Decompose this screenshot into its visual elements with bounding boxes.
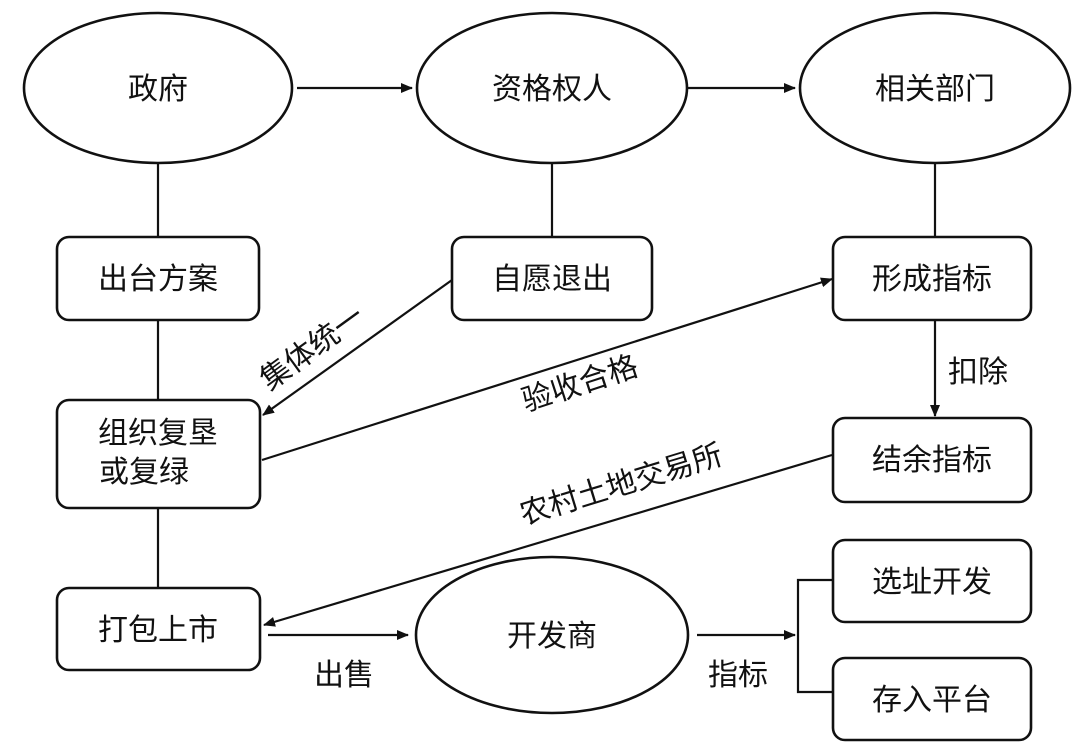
- node-developer-label: 开发商: [507, 619, 597, 654]
- node-gov-label: 政府: [128, 72, 188, 107]
- node-reclaim-label-2: 或复绿: [99, 455, 189, 490]
- node-form-shape: [831, 235, 1033, 322]
- node-site-shape: [831, 538, 1033, 624]
- node-surplus-label: 结余指标: [872, 443, 992, 478]
- arrow-surplus-to-package: [263, 453, 833, 627]
- node-form-label: 形成指标: [872, 262, 992, 297]
- node-dept-label: 相关部门: [875, 72, 995, 107]
- node-plan-label: 出台方案: [98, 262, 218, 297]
- edge-label-sell: 出售: [314, 658, 374, 693]
- node-plan-shape: [55, 235, 261, 322]
- node-developer-shape: [414, 555, 690, 715]
- node-platform-shape: [831, 656, 1033, 742]
- node-package-label: 打包上市: [98, 613, 218, 648]
- node-site-label: 选址开发: [872, 565, 992, 600]
- node-gov-shape: [22, 11, 294, 165]
- branch-bracket: [796, 578, 832, 694]
- node-reclaim-shape: [55, 398, 262, 510]
- edge-label-quota: 指标: [708, 658, 768, 693]
- node-exit-shape: [450, 235, 654, 322]
- arrow-exit-to-reclaim: [262, 279, 453, 416]
- node-platform-label: 存入平台: [872, 683, 992, 718]
- edge-label-deduct: 扣除: [948, 355, 1008, 390]
- node-holder-shape: [415, 11, 689, 165]
- node-holder-label: 资格权人: [492, 72, 612, 107]
- node-dept-shape: [798, 11, 1072, 165]
- node-package-shape: [55, 586, 262, 672]
- node-exit-label: 自愿退出: [492, 262, 612, 297]
- edge-label-collective: 集体统一: [254, 299, 372, 398]
- node-reclaim-label-1: 组织复垦: [98, 416, 218, 451]
- node-surplus-shape: [831, 416, 1033, 504]
- arrow-reclaim-to-form: [261, 277, 833, 462]
